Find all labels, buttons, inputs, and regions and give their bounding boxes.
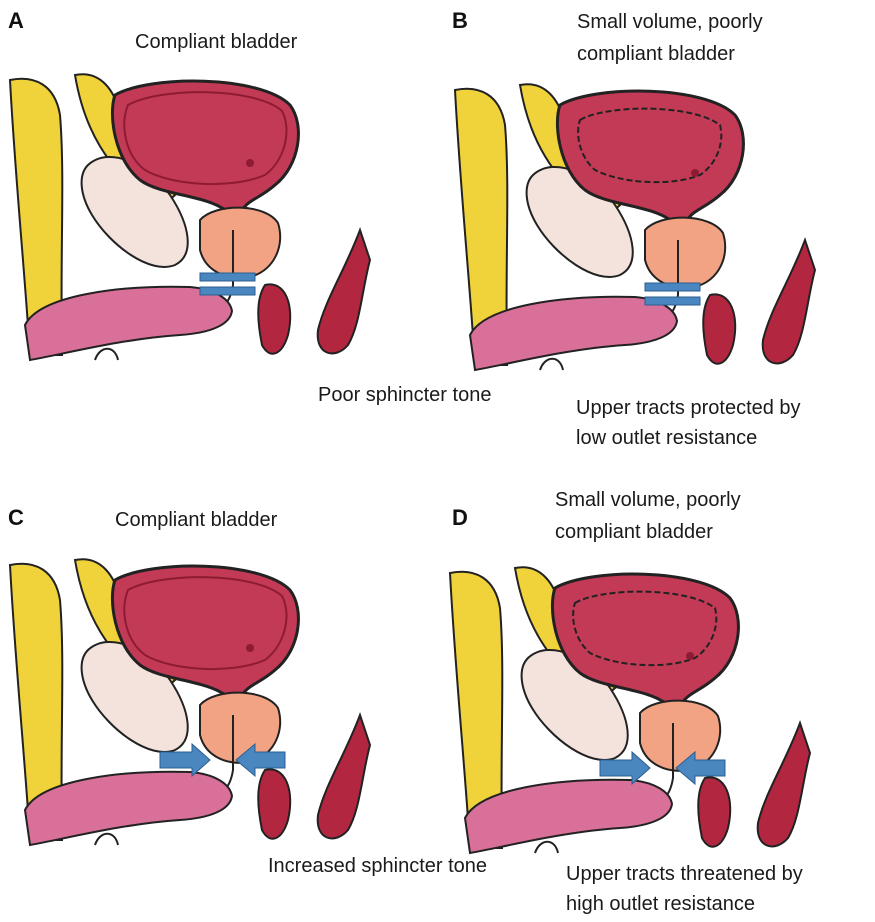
scrotal-tissue (758, 723, 810, 846)
panel-b-title-line2: compliant bladder (577, 42, 735, 67)
panel-a-drawing (0, 55, 420, 375)
panel-letter-a: A (8, 8, 24, 34)
scrotal-tissue (318, 715, 370, 838)
pelvic-anatomy (10, 559, 370, 845)
perineum-curve (95, 834, 118, 845)
ureteric-orifice (246, 159, 254, 167)
panel-d-title-line2: compliant bladder (555, 520, 713, 545)
clamp-marker-icon (645, 283, 700, 305)
panel-letter-c: C (8, 505, 24, 531)
panel-d-drawing (440, 548, 860, 868)
annotation-upper-tracts-protected-line2: low outlet resistance (576, 426, 757, 451)
panel-letter-b: B (452, 8, 468, 34)
panel-d-title-line1: Small volume, poorly (555, 488, 741, 513)
panel-b-drawing (445, 65, 865, 385)
panel-b-title-line1: Small volume, poorly (577, 10, 763, 35)
ureteric-orifice (246, 644, 254, 652)
scrotal-tissue (763, 240, 815, 363)
scrotal-tissue (318, 230, 370, 353)
pelvic-anatomy (455, 84, 815, 370)
annotation-upper-tracts-protected-line1: Upper tracts protected by (576, 396, 801, 421)
ureteric-orifice (691, 169, 699, 177)
ureteric-orifice (686, 652, 694, 660)
panel-a-title: Compliant bladder (135, 30, 297, 55)
perineum-curve (95, 349, 118, 360)
annotation-upper-tracts-threatened-line2: high outlet resistance (566, 892, 755, 917)
pelvic-anatomy (450, 567, 810, 853)
panel-letter-d: D (452, 505, 468, 531)
prostate (200, 208, 280, 278)
panel-c-drawing (0, 540, 420, 860)
bulbospongiosus (698, 777, 730, 846)
panel-c-title: Compliant bladder (115, 508, 277, 533)
perineum-curve (535, 842, 558, 853)
perineum-curve (540, 359, 563, 370)
bulbospongiosus (258, 284, 290, 353)
bulbospongiosus (703, 294, 735, 363)
bulbospongiosus (258, 769, 290, 838)
pelvic-anatomy (10, 74, 370, 360)
annotation-poor-sphincter-tone: Poor sphincter tone (318, 383, 491, 408)
prostate (645, 218, 725, 288)
clamp-marker-icon (200, 273, 255, 295)
